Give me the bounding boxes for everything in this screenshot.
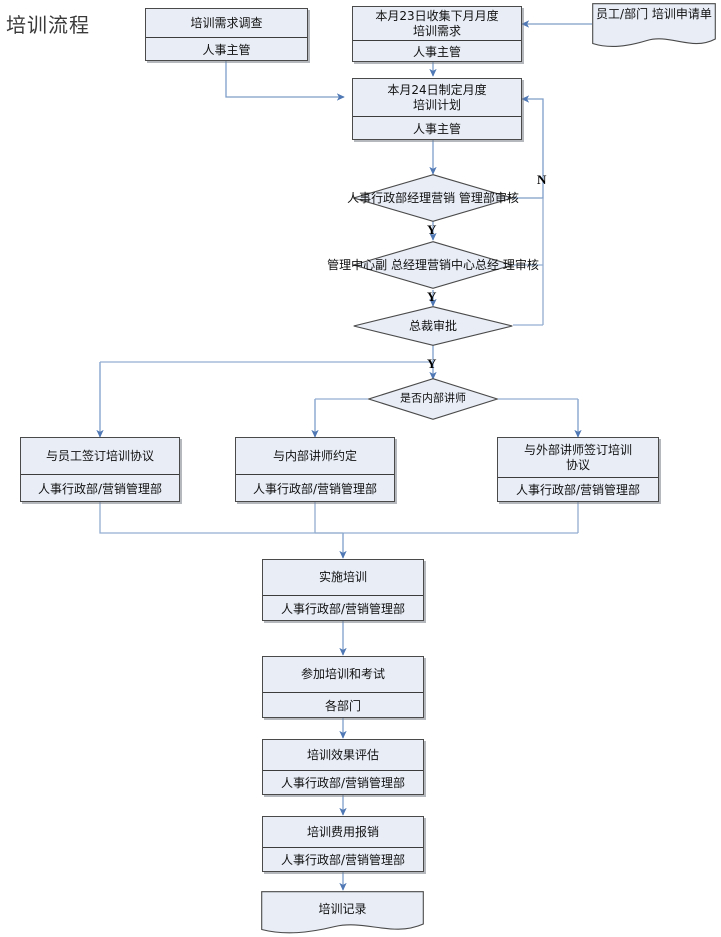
node-owner: 人事行政部/营销管理部 [280,601,406,616]
node-arrange-with-internal-trainer[interactable]: 与内部讲师约定 人事行政部/营销管理部 [235,437,395,502]
node-training-effect-evaluation[interactable]: 培训效果评估 人事行政部/营销管理部 [262,739,424,795]
node-owner: 人事行政部/营销管理部 [37,481,163,496]
diamond-shape-icon [353,241,513,289]
node-decision-internal-trainer[interactable]: 是否内部讲师 [368,378,498,420]
node-decision-deputy-gm-review[interactable]: 管理中心副 总经理营销中心总经 理审核 [327,241,539,289]
node-employee-training-request-form[interactable]: 员工/部门 培训申请单 [592,3,716,50]
node-training-record[interactable]: 培训记录 [261,891,424,936]
node-owner: 人事主管 [412,121,461,136]
node-training-expense-reimbursement[interactable]: 培训费用报销 人事行政部/营销管理部 [262,816,424,872]
node-owner: 人事行政部/营销管理部 [515,483,641,497]
node-title: 培训需求调查 [146,9,307,38]
branch-label-yes-3: Y [427,356,437,371]
node-title: 本月24日制定月度 培训计划 [353,79,521,117]
diamond-shape-icon [353,174,513,222]
node-decision-hr-marketing-review[interactable]: 人事行政部经理营销 管理部审核 [347,174,519,222]
node-sign-agreement-with-external-trainer[interactable]: 与外部讲师签订培训 协议 人事行政部/营销管理部 [497,437,659,502]
node-title: 参加培训和考试 [263,657,423,693]
node-owner: 各部门 [324,698,361,713]
branch-label-yes-1: Y [427,222,437,237]
node-title: 与员工签订培训协议 [21,438,179,475]
node-owner: 人事主管 [202,42,251,57]
node-title: 与外部讲师签订培训 协议 [498,438,658,478]
node-training-needs-survey[interactable]: 培训需求调查 人事主管 [145,8,308,61]
document-shape-icon [592,3,716,48]
node-sign-agreement-with-employee[interactable]: 与员工签订培训协议 人事行政部/营销管理部 [20,437,180,502]
node-title: 培训记录 [318,902,367,916]
node-owner: 人事行政部/营销管理部 [280,853,406,867]
node-title: 总裁审批 [408,318,458,333]
diamond-shape-icon [353,306,513,346]
node-decision-president-approval[interactable]: 总裁审批 [353,306,513,346]
node-conduct-training[interactable]: 实施培训 人事行政部/营销管理部 [262,559,424,621]
page-title: 培训流程 [6,15,90,37]
node-owner: 人事行政部/营销管理部 [280,776,406,790]
node-title: 员工/部门 培训申请单 [596,7,712,21]
node-attend-training-and-exam[interactable]: 参加培训和考试 各部门 [262,656,424,718]
branch-label-no: N [537,172,547,187]
node-owner: 人事行政部/营销管理部 [252,481,378,496]
diamond-shape-icon [368,378,498,420]
document-shape-icon [261,891,424,934]
node-collect-next-month-needs[interactable]: 本月23日收集下月月度 培训需求 人事主管 [352,6,522,62]
branch-label-yes-2: Y [427,289,437,304]
node-title: 人事行政部经理营销 管理部审核 [347,190,519,205]
node-title: 与内部讲师约定 [236,438,394,475]
node-title: 实施培训 [263,560,423,596]
node-owner: 人事主管 [412,44,461,59]
node-make-monthly-training-plan[interactable]: 本月24日制定月度 培训计划 人事主管 [352,78,522,140]
node-title: 管理中心副 总经理营销中心总经 理审核 [327,257,539,272]
node-title: 培训效果评估 [263,740,423,771]
node-title: 培训费用报销 [263,817,423,848]
node-title: 是否内部讲师 [400,391,466,405]
node-title: 本月23日收集下月月度 培训需求 [353,7,521,41]
